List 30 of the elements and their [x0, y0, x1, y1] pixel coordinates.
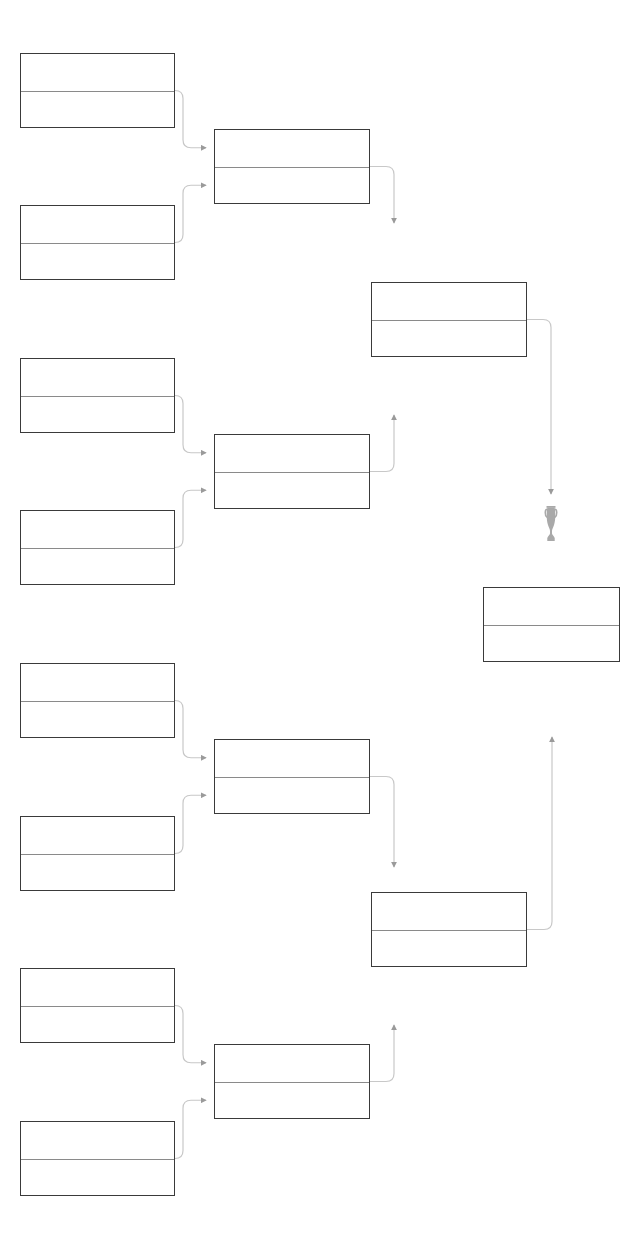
- split-box: [371, 282, 527, 357]
- split-box: [214, 129, 370, 204]
- arrow: [369, 414, 397, 473]
- split-box: [20, 205, 175, 280]
- split-box: [214, 434, 370, 509]
- trophy-icon: [544, 506, 558, 541]
- split-box: [20, 816, 175, 891]
- split-box: [20, 358, 175, 433]
- split-box: [214, 739, 370, 814]
- split-box: [20, 510, 175, 585]
- arrow: [174, 699, 207, 761]
- split-box: [371, 892, 527, 967]
- arrow: [174, 792, 207, 855]
- split-box: [20, 968, 175, 1043]
- arrow: [369, 775, 397, 868]
- arrow: [369, 1024, 397, 1083]
- split-box: [20, 663, 175, 738]
- arrow: [174, 182, 207, 244]
- arrow: [174, 1004, 207, 1066]
- split-box: [214, 1044, 370, 1119]
- arrow: [174, 394, 207, 456]
- arrow: [174, 487, 207, 549]
- arrow: [369, 165, 397, 224]
- arrow: [174, 1097, 207, 1160]
- arrow: [526, 318, 554, 495]
- split-box: [483, 587, 620, 662]
- arrow: [174, 89, 207, 151]
- arrow: [526, 736, 555, 931]
- split-box: [20, 53, 175, 128]
- split-box: [20, 1121, 175, 1196]
